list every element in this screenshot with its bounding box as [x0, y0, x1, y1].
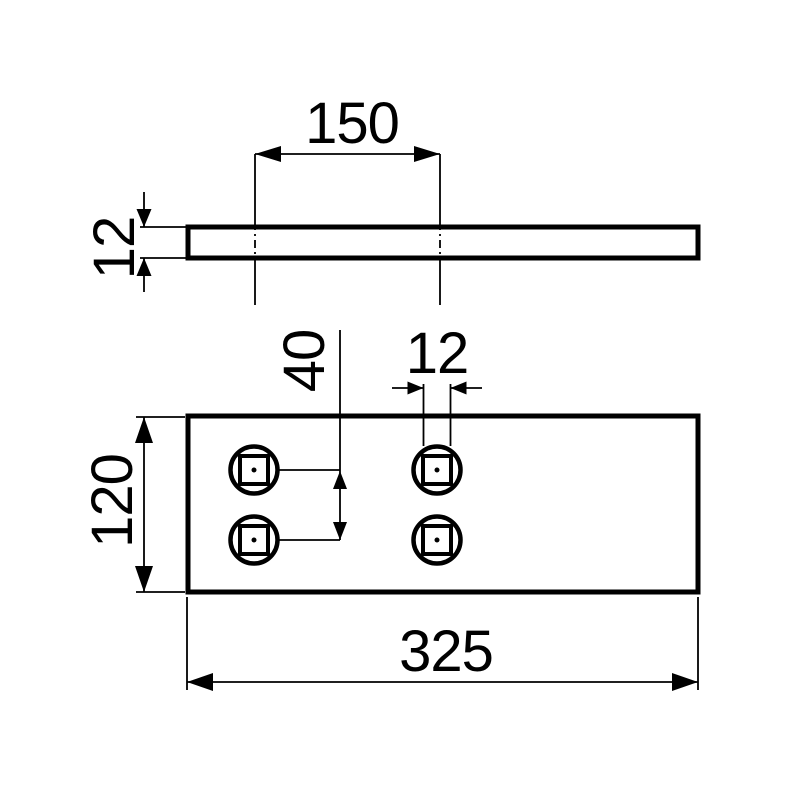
hole-bottom-left — [228, 514, 280, 566]
arrowhead-down-icon — [333, 522, 347, 540]
dim-hole-spacing: 150 — [255, 91, 440, 162]
arrowhead-up-icon — [135, 417, 153, 443]
arrowhead-left-icon — [187, 673, 213, 691]
dim-plate-length: 325 — [186, 597, 699, 691]
arrowhead-up-icon — [333, 471, 347, 489]
dim-hole-size: 12 — [392, 321, 482, 446]
side-plate-outline — [185, 224, 701, 261]
hole-top-left — [228, 444, 280, 496]
dim-plate-height-label: 120 — [80, 454, 145, 548]
dim-hole-spacing-label: 150 — [305, 91, 399, 156]
side-view: 150 12 — [82, 91, 701, 305]
hole-top-right — [411, 444, 463, 496]
plan-plate-outline — [185, 413, 701, 595]
arrowhead-left-icon — [450, 381, 467, 395]
dim-thickness: 12 — [82, 192, 186, 292]
dim-plate-length-label: 325 — [399, 619, 493, 684]
dim-hole-size-label: 12 — [406, 321, 469, 386]
arrowhead-right-icon — [407, 381, 424, 395]
arrowhead-right-icon — [414, 146, 440, 162]
arrowhead-right-icon — [672, 673, 698, 691]
arrowhead-down-icon — [135, 566, 153, 592]
hole-bottom-right — [411, 514, 463, 566]
arrowhead-left-icon — [255, 146, 281, 162]
dim-hole-rows-label: 40 — [272, 330, 337, 393]
arrowhead-up-icon — [136, 258, 152, 276]
plan-view: 40 — [80, 321, 701, 691]
dim-thickness-label: 12 — [82, 217, 147, 280]
dim-plate-height: 120 — [80, 416, 185, 593]
arrowhead-down-icon — [136, 209, 152, 227]
